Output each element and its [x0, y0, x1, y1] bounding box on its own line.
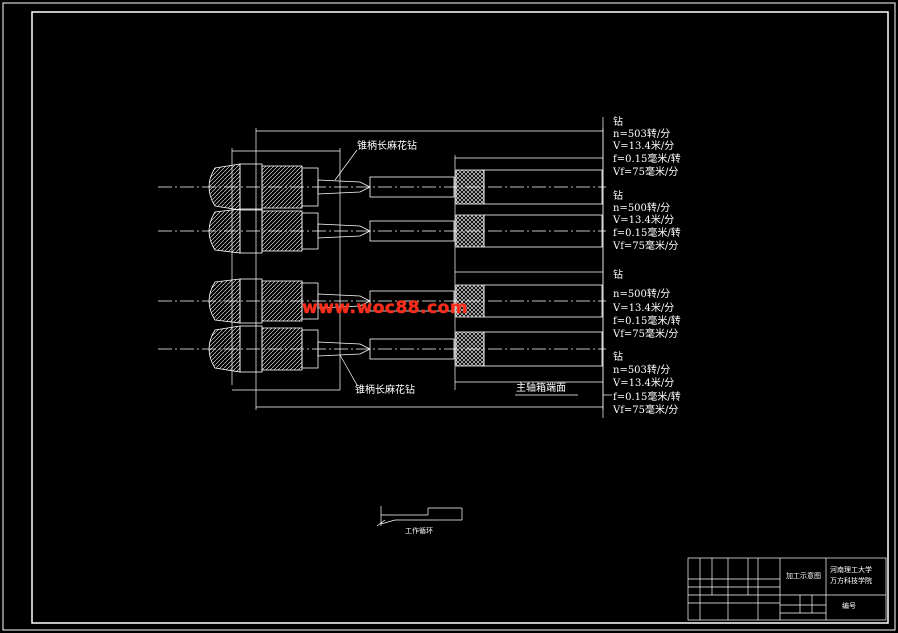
station-4 — [158, 325, 606, 373]
drill-label-top: 锥柄长麻花钻 — [357, 141, 417, 152]
params-feed-rate: Vf=75毫米/分 — [613, 241, 679, 252]
drill-label-bottom: 锥柄长麻花钻 — [355, 385, 415, 396]
params-title: 钻 — [613, 352, 623, 363]
work-cycle-label: 工作循环 — [405, 527, 433, 535]
params-title: 钻 — [613, 191, 623, 202]
station-3 — [158, 278, 606, 324]
params-velocity: V=13.4米/分 — [613, 303, 675, 314]
params-title: 钻 — [613, 270, 623, 281]
title-block-number: 编号 — [842, 602, 856, 610]
title-block-drawing-name: 加工示意图 — [786, 572, 821, 580]
params-velocity: V=13.4米/分 — [613, 141, 675, 152]
params-speed: n=500转/分 — [613, 289, 671, 300]
params-velocity: V=13.4米/分 — [613, 378, 675, 389]
params-feed: f=0.15毫米/转 — [613, 392, 681, 403]
params-velocity: V=13.4米/分 — [613, 215, 675, 226]
title-block — [687, 557, 887, 621]
params-speed: n=503转/分 — [613, 129, 671, 140]
title-block-school-line2: 万方科技学院 — [830, 577, 872, 585]
params-feed-rate: Vf=75毫米/分 — [613, 329, 679, 340]
params-speed: n=503转/分 — [613, 365, 671, 376]
title-block-school-line1: 河南理工大学 — [830, 566, 872, 574]
params-speed: n=500转/分 — [613, 203, 671, 214]
station-2 — [158, 208, 606, 254]
params-feed: f=0.15毫米/转 — [613, 316, 681, 327]
params-feed: f=0.15毫米/转 — [613, 154, 681, 165]
params-title: 钻 — [613, 117, 623, 128]
site-watermark: www.woc88.com — [302, 298, 469, 318]
leader-lines — [334, 117, 612, 418]
params-feed-rate: Vf=75毫米/分 — [613, 167, 679, 178]
spindle-face-label: 主轴箱端面 — [516, 383, 566, 394]
params-feed: f=0.15毫米/转 — [613, 228, 681, 239]
work-cycle-diagram — [376, 506, 463, 527]
sheet-inner-frame — [31, 11, 889, 624]
station-1 — [158, 163, 606, 211]
params-feed-rate: Vf=75毫米/分 — [613, 405, 679, 416]
